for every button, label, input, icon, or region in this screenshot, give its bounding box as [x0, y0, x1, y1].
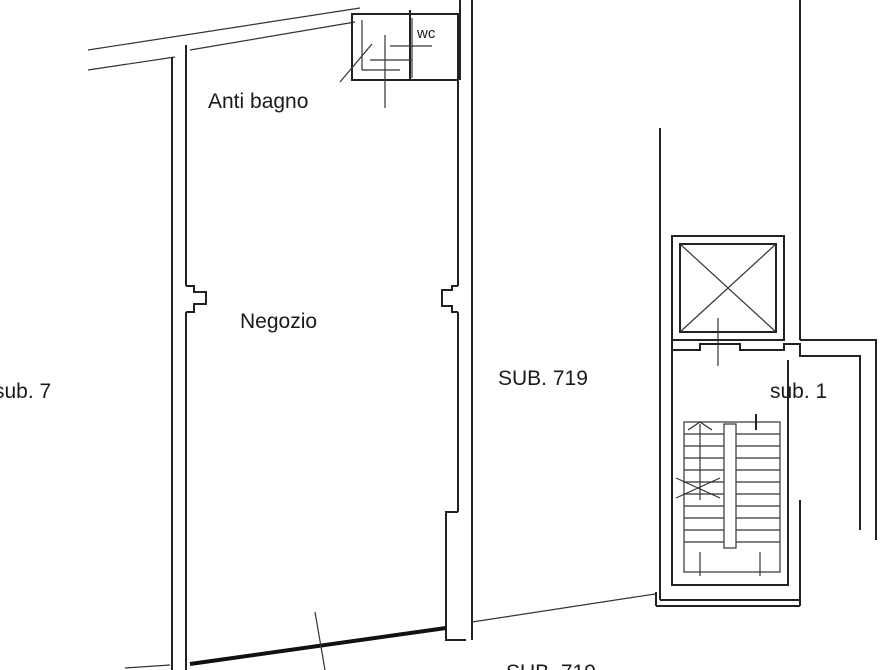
label-sub-1: sub. 1 [770, 380, 827, 403]
wc-block [339, 0, 461, 108]
negozio-walls [124, 0, 656, 670]
label-sub-7: sub. 7 [0, 380, 51, 403]
label-anti-bagno: Anti bagno [208, 90, 308, 113]
stair-core [655, 0, 877, 607]
label-negozio: Negozio [240, 310, 317, 333]
label-sub-719-right: SUB. 719 [498, 367, 588, 390]
stair-treads [684, 433, 780, 543]
stair-arrow-up-icon [675, 421, 721, 500]
label-wc: wc [416, 25, 436, 42]
top-boundary-wall [87, 7, 361, 71]
label-sub-719-bottom: SUB. 719 [506, 661, 596, 670]
